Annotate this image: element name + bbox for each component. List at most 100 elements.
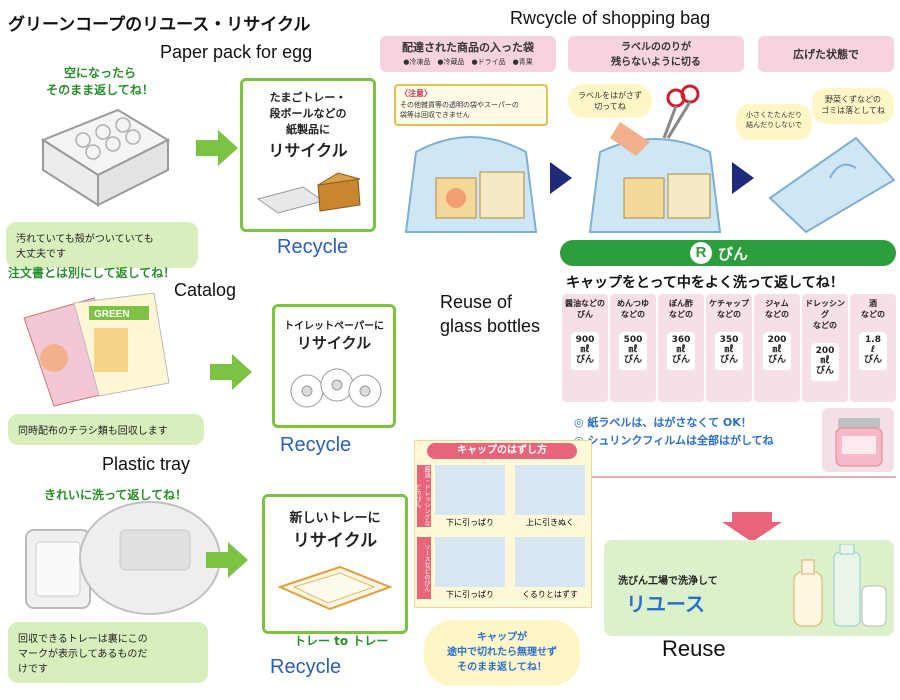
- bottle-card: ジャム などの 200 ㎖ びん: [754, 294, 800, 402]
- reuse-jp: リユース: [626, 592, 705, 616]
- bottle-size: 200 ㎖ びん: [763, 332, 791, 370]
- arrow-down-icon: [722, 512, 782, 542]
- bottle-card: 酒 などの 1.8 ℓ びん: [850, 294, 896, 402]
- tray-to-tray: トレー to トレー: [294, 634, 389, 648]
- bottle-name: めんつゆ などの: [617, 299, 649, 319]
- bag-step1-items: ●冷凍品 ●冷蔵品 ●ドライ品 ●青果: [403, 58, 533, 66]
- flattened-bag-illustration: [768, 136, 896, 234]
- bottle-headline: キャップをとって中をよく洗って返してね！: [566, 275, 844, 291]
- cap-bubble: キャップが 途中で切れたら無理せず そのまま返してね！: [424, 620, 580, 686]
- reuse-panel: 洗びん工場で洗浄して リユース: [604, 540, 894, 636]
- catalog-recycle-box: トイレットペーパーに リサイクル: [272, 304, 396, 428]
- arrow-right-icon: [210, 354, 252, 390]
- reuse-label: Reuse: [662, 636, 726, 661]
- bag-step2-title: ラベルののりが 残らないように切る: [611, 42, 701, 68]
- tray-recycle-label: Recycle: [270, 656, 342, 678]
- cap-photo-4: [515, 537, 585, 587]
- catalog-box-strong: リサイクル: [296, 334, 372, 352]
- cap-photo-1: [435, 465, 505, 515]
- cap-side-1: 醤油・ドレッシングなどのびん: [417, 465, 431, 527]
- catalog-illustration: GREEN: [23, 292, 170, 407]
- cap-photo-2: [515, 465, 585, 515]
- cardboard-icon: [256, 172, 361, 214]
- tray-box-strong: リサイクル: [292, 531, 378, 551]
- egg-caption: 汚れていても殻がついていても 大丈夫です: [6, 222, 198, 268]
- arrow-right-icon: [196, 130, 238, 166]
- arrow-right-icon: [550, 162, 572, 194]
- bag-step1-title: 配達された商品の入った袋: [402, 41, 534, 54]
- bottle-card: ドレッシング などの 200 ㎖ びん: [802, 294, 848, 402]
- catalog-recycle-label: Recycle: [280, 434, 352, 456]
- egg-heading: Paper pack for egg: [160, 42, 313, 62]
- cap-step-3: 下に引っぱり: [446, 590, 494, 599]
- bottles-heading: Reuse of glass bottles: [440, 292, 541, 337]
- egg-recycle-label: Recycle: [277, 236, 349, 258]
- bag-step3-title: 広げた状態で: [793, 48, 859, 61]
- catalog-box-text: トイレットペーパーに: [284, 321, 384, 332]
- bottle-card: めんつゆ などの 500 ㎖ びん: [610, 294, 656, 402]
- bottle-size: 500 ㎖ びん: [619, 332, 647, 370]
- egg-box-text: たまごトレー・ 段ボールなどの 紙製品に: [269, 91, 347, 136]
- egg-note: 空になったら そのまま返してね！: [46, 66, 154, 97]
- bubble-veg: 野菜くずなどの ゴミは落としてね: [812, 88, 894, 124]
- bottle-size: 900 ㎖ びん: [571, 332, 599, 370]
- bottle-size: 200 ㎖ びん: [811, 343, 839, 381]
- egg-carton-illustration: [40, 108, 171, 207]
- r-logo-icon: R: [690, 242, 712, 264]
- jam-jar-illustration: [822, 408, 894, 472]
- bottle-size: 360 ㎖ びん: [667, 332, 695, 370]
- tray-illustration: [25, 501, 220, 615]
- catalog-heading: Catalog: [174, 280, 237, 300]
- bottle-note-2: ◎ シュリンクフィルムは全部はがしてね: [574, 434, 774, 447]
- bubble-label: ラベルをはがさず 切ってね: [568, 84, 652, 118]
- cap-step-2: 上に引きぬく: [526, 518, 574, 527]
- tray-box-text: 新しいトレーに: [289, 511, 381, 526]
- cap-step-1: 下に引っぱり: [446, 518, 494, 527]
- bottle-card: 醤油などの びん 900 ㎖ びん: [562, 294, 608, 402]
- caution-label: 〈注意〉: [400, 89, 432, 98]
- toilet-paper-icon: [290, 368, 382, 408]
- bottle-name: ぽん酢 などの: [669, 299, 693, 319]
- bottle-name: 醤油などの びん: [565, 299, 605, 319]
- arrow-right-icon: [206, 542, 248, 578]
- caution-text: その他雑貨等の透明の袋やスーパーの 袋等は回収できません: [400, 101, 519, 119]
- bag-step3-band: 広げた状態で: [758, 36, 894, 72]
- bag-step2-band: ラベルののりが 残らないように切る: [568, 36, 744, 72]
- tray-caption: 回収できるトレーは裏にこの マークが表示してあるものだ けです: [8, 622, 208, 683]
- bubble-small: 小さくたたんだり 結んだりしないで: [736, 104, 812, 140]
- bottle-name: 酒 などの: [861, 299, 885, 319]
- bottle-card: ケチャップ などの 350 ㎖ びん: [706, 294, 752, 402]
- bottle-band: R びん: [560, 240, 896, 266]
- bottle-grid: 醤油などの びん 900 ㎖ びんめんつゆ などの 500 ㎖ びん ぽん酢 などの 3…: [562, 294, 898, 406]
- factory-text: 洗びん工場で洗浄して: [618, 576, 718, 587]
- new-tray-icon: [277, 565, 393, 611]
- bag-with-products-illustration: [404, 136, 538, 233]
- egg-recycle-box: たまごトレー・ 段ボールなどの 紙製品に リサイクル: [240, 78, 376, 232]
- egg-box-strong: リサイクル: [268, 141, 348, 160]
- cap-photo-3: [435, 537, 505, 587]
- bottle-name: ジャム などの: [765, 299, 789, 319]
- cap-removal-panel: キャップのはずし方 醤油・ドレッシングなどのびん ソースなどのびん 下に引っぱり…: [414, 440, 592, 608]
- reused-bottles-illustration: [793, 544, 887, 627]
- bottle-band-label: びん: [718, 245, 749, 263]
- cap-side-2: ソースなどのびん: [417, 537, 431, 599]
- catalog-caption: 同時配布のチラシ類も回収します: [8, 414, 204, 445]
- caution-box: 〈注意〉 その他雑貨等の透明の袋やスーパーの 袋等は回収できません: [394, 84, 548, 126]
- bag-step1-band: 配達された商品の入った袋 ●冷凍品 ●冷蔵品 ●ドライ品 ●青果: [380, 36, 556, 72]
- bottle-card: ぽん酢 などの 360 ㎖ びん: [658, 294, 704, 402]
- divider: [560, 476, 896, 478]
- bottle-size: 350 ㎖ びん: [715, 332, 743, 370]
- tray-note: きれいに洗って返してね！: [44, 488, 188, 502]
- cap-step-4: くるりとはずす: [522, 590, 578, 599]
- bag-cutting-illustration: [588, 84, 722, 233]
- catalog-brand: GREEN: [94, 309, 130, 320]
- catalog-note: 注文書とは別にして返してね！: [8, 266, 176, 280]
- bottle-name: ドレッシング などの: [805, 299, 845, 330]
- bag-heading: Rwcycle of shopping bag: [510, 8, 711, 28]
- tray-heading: Plastic tray: [102, 454, 191, 474]
- cap-title: キャップのはずし方: [427, 443, 577, 459]
- tray-recycle-box: 新しいトレーに リサイクル: [262, 494, 408, 634]
- page-title: グリーンコープのリユース・リサイクル: [8, 15, 311, 35]
- bottle-name: ケチャップ などの: [709, 299, 749, 319]
- bottle-size: 1.8 ℓ びん: [859, 332, 887, 370]
